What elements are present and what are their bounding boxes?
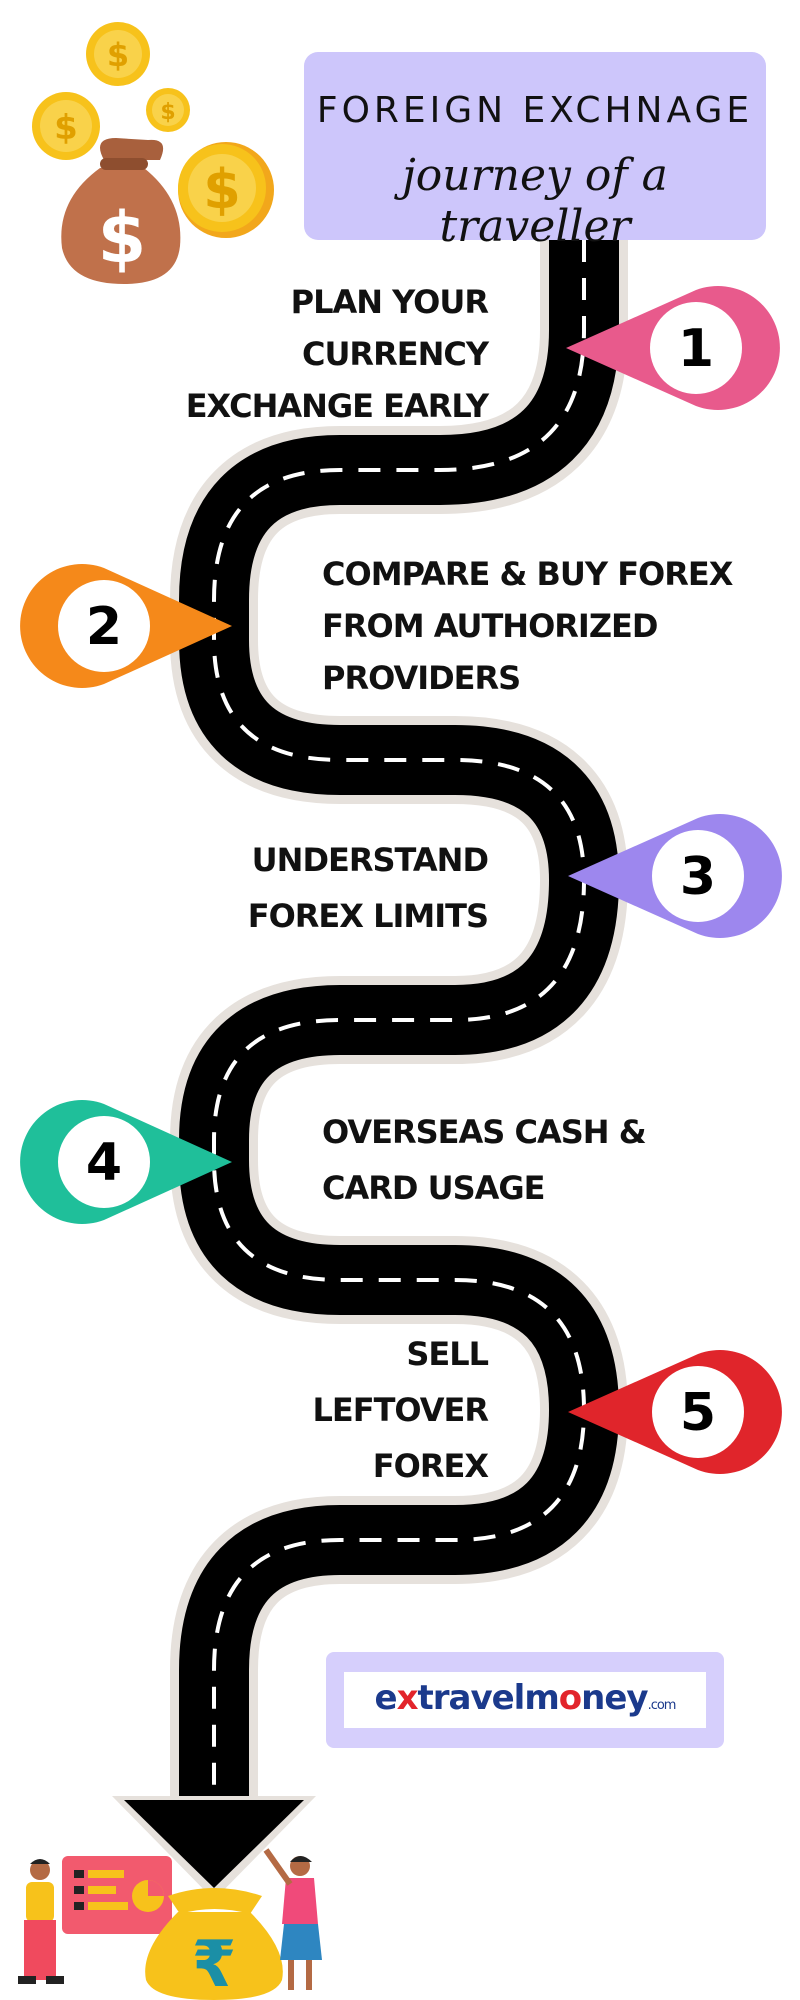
rupee-bag-icon: ₹: [145, 1888, 283, 2000]
step-text-5: SELL LEFTOVER FOREX: [312, 1326, 489, 1494]
step-number-3: 3: [680, 847, 716, 907]
brand-logo-banner: extravelmoney.com: [326, 1652, 724, 1748]
svg-text:$: $: [160, 100, 175, 125]
svg-text:$: $: [107, 36, 129, 74]
step-text-2: COMPARE & BUY FOREX FROM AUTHORIZED PROV…: [322, 548, 733, 704]
step-line: LEFTOVER: [312, 1391, 489, 1429]
coin-icon: $: [178, 142, 274, 238]
person-right-illustration: [263, 1848, 322, 1990]
presentation-board-icon: [62, 1856, 172, 1934]
svg-text:$: $: [203, 158, 241, 221]
coin-icon: $: [146, 88, 190, 132]
step-text-4: OVERSEAS CASH & CARD USAGE: [322, 1104, 647, 1216]
step-marker-2: 2: [20, 564, 233, 688]
road-lane-markings: [212, 240, 587, 1800]
coin-icon: $: [86, 22, 150, 86]
step-marker-3: 3: [568, 814, 782, 938]
step-line: SELL: [406, 1335, 489, 1373]
svg-text:$: $: [54, 108, 78, 148]
step-marker-5: 5: [568, 1350, 782, 1474]
page-subtitle: journey of a traveller: [402, 150, 668, 252]
svg-text:₹: ₹: [192, 1928, 237, 2000]
step-number-1: 1: [678, 319, 714, 379]
step-marker-1: 1: [566, 286, 780, 410]
step-line: FOREX: [372, 1447, 489, 1485]
road-arrow-head: [124, 1800, 304, 1888]
person-left-illustration: [18, 1859, 64, 1984]
step-line: EXCHANGE EARLY: [185, 387, 489, 425]
coin-icon: $: [32, 92, 100, 160]
step-line: CURRENCY: [301, 335, 489, 373]
step-number-5: 5: [680, 1383, 716, 1443]
page-title: FOREIGN EXCHNAGE: [316, 90, 754, 131]
money-bag-icon: $: [61, 138, 181, 284]
brand-logo: extravelmoney.com: [344, 1672, 706, 1728]
bottom-illustration: ₹: [18, 1848, 322, 2000]
step-line: FROM AUTHORIZED: [322, 607, 658, 645]
step-text-1: PLAN YOUR CURRENCY EXCHANGE EARLY: [185, 276, 489, 432]
step-marker-4: 4: [20, 1100, 233, 1224]
step-line: CARD USAGE: [322, 1169, 546, 1207]
money-bag-illustration: $ $ $ $ $: [32, 22, 274, 284]
step-number-4: 4: [86, 1133, 122, 1193]
step-line: UNDERSTAND: [251, 841, 489, 879]
brand-logo-text: extravelmoney.com: [374, 1678, 677, 1718]
step-line: FOREX LIMITS: [247, 897, 489, 935]
step-line: PLAN YOUR: [290, 283, 489, 321]
step-line: OVERSEAS CASH &: [322, 1113, 647, 1151]
title-banner: FOREIGN EXCHNAGE journey of a traveller: [304, 52, 766, 252]
step-line: PROVIDERS: [322, 659, 521, 697]
step-number-2: 2: [86, 597, 122, 657]
step-line: COMPARE & BUY FOREX: [322, 555, 733, 593]
step-text-3: UNDERSTAND FOREX LIMITS: [247, 832, 489, 944]
svg-text:$: $: [98, 197, 147, 279]
